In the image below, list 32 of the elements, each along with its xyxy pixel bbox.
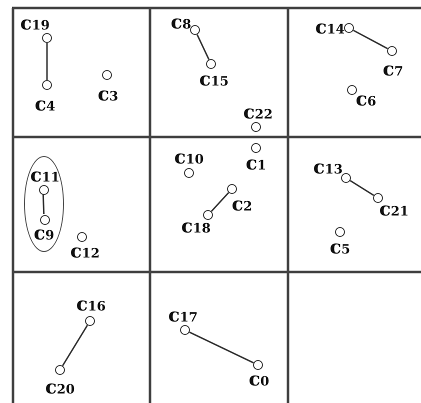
point-marker xyxy=(184,168,194,178)
connector-line xyxy=(350,180,374,196)
connector-line xyxy=(210,192,230,212)
point-marker xyxy=(180,325,190,335)
connector-line xyxy=(42,194,45,214)
connector-line xyxy=(196,34,210,60)
point-marker xyxy=(42,80,52,90)
point-marker xyxy=(40,215,50,225)
point-marker xyxy=(206,59,216,69)
point-marker xyxy=(251,122,261,132)
point-marker xyxy=(335,227,345,237)
point-marker xyxy=(203,210,213,220)
point-marker xyxy=(387,46,397,56)
point-marker xyxy=(253,360,263,370)
point-marker xyxy=(102,70,112,80)
point-marker xyxy=(39,185,49,195)
point-marker xyxy=(190,25,200,35)
point-marker xyxy=(77,232,87,242)
connector-line xyxy=(189,331,254,364)
point-marker xyxy=(42,33,52,43)
point-marker xyxy=(55,365,65,375)
connector-line xyxy=(62,324,88,366)
point-marker xyxy=(341,173,351,183)
point-marker xyxy=(373,193,383,203)
point-marker xyxy=(227,184,237,194)
connector-line xyxy=(353,30,388,50)
group-ellipse xyxy=(24,156,64,252)
point-marker xyxy=(85,316,95,326)
point-marker xyxy=(344,23,354,33)
connector-line xyxy=(46,43,48,80)
point-marker xyxy=(251,143,261,153)
point-marker xyxy=(347,85,357,95)
